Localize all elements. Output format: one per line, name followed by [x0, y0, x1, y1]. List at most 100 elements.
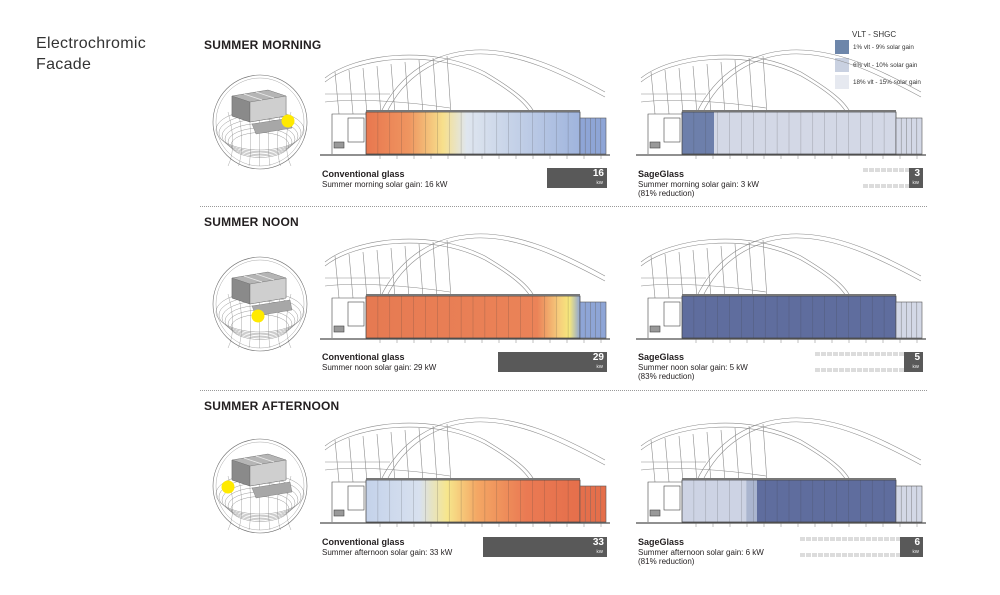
- truss-line: [650, 71, 656, 115]
- end-block-glazing: [895, 117, 923, 155]
- glazing-tint-zone: [682, 480, 747, 522]
- ghost-cell: [881, 168, 886, 172]
- gain-unit: kW: [596, 364, 604, 369]
- entry-outline: [331, 297, 366, 338]
- roof-arches: [324, 49, 606, 115]
- sun-path-sphere: [212, 256, 308, 352]
- ghost-cell: [800, 553, 805, 557]
- sageglass-elevation: [636, 49, 926, 159]
- ghost-cell: [839, 368, 844, 372]
- ghost-cell: [887, 168, 892, 172]
- conventional-name: Conventional glass: [322, 537, 405, 547]
- conventional-glass-elevation: [320, 233, 610, 343]
- gain-value: 16: [592, 168, 604, 179]
- conventional-gain-bar: 29 kW: [498, 352, 607, 372]
- entry-structure: [331, 113, 366, 154]
- truss-line: [446, 423, 452, 483]
- truss-line: [706, 63, 712, 115]
- truss-line: [404, 61, 410, 115]
- legend-swatch: [835, 75, 849, 89]
- facade-cap: [682, 110, 896, 112]
- ghost-cell: [863, 352, 868, 356]
- truss-line: [362, 67, 368, 115]
- ghost-cell: [875, 184, 880, 188]
- truss-line: [362, 251, 368, 299]
- end-block-glazing: [895, 485, 923, 523]
- ghost-cell: [899, 184, 904, 188]
- truss-line: [404, 429, 410, 483]
- gain-unit: kW: [596, 549, 604, 554]
- ghost-cell: [845, 352, 850, 356]
- facade-cap: [682, 478, 896, 480]
- sky-dome-inner: [215, 441, 305, 531]
- roof-arches: [640, 49, 922, 115]
- entry-structure: [331, 297, 366, 338]
- glazing-heat-fill: [366, 112, 580, 154]
- entry-door: [663, 117, 681, 143]
- entry-structure: [647, 297, 682, 338]
- ghost-cell: [869, 368, 874, 372]
- truss-line: [762, 55, 768, 115]
- glazing-tint-zone: [746, 480, 757, 522]
- truss-line: [376, 433, 382, 483]
- roof-line: [640, 468, 767, 477]
- page-title-line1: Electrochromic: [36, 35, 147, 52]
- roof-line: [324, 100, 451, 109]
- end-block-glazing: [579, 485, 607, 523]
- ghost-cell: [884, 553, 889, 557]
- ghost-cell: [836, 537, 841, 541]
- ghost-cell: [818, 553, 823, 557]
- ghost-cell: [836, 553, 841, 557]
- ghost-cell: [827, 368, 832, 372]
- ghost-cell: [869, 168, 874, 172]
- truss-line: [334, 439, 340, 483]
- truss-line: [650, 439, 656, 483]
- truss-line: [748, 425, 754, 483]
- truss-line: [418, 243, 424, 299]
- arch-line: [640, 58, 848, 115]
- sun-path-arc: [230, 132, 290, 158]
- facade-cap: [366, 294, 580, 296]
- ghost-cell: [872, 553, 877, 557]
- conventional-desc: Summer afternoon solar gain: 33 kW: [322, 547, 453, 557]
- glazing-tint-zone: [682, 296, 896, 338]
- ghost-cell: [833, 352, 838, 356]
- arch-line: [324, 422, 536, 483]
- sageglass-gain-bar: 6 kW: [900, 537, 923, 557]
- page-title: Electrochromic Facade: [36, 33, 146, 75]
- legend-label: 18% vlt - 15% solar gain: [853, 78, 921, 86]
- truss-line: [692, 65, 698, 115]
- section-title-noon: SUMMER NOON: [204, 215, 299, 229]
- ghost-cell: [851, 368, 856, 372]
- ghost-cell: [806, 537, 811, 541]
- sun-icon: [251, 309, 265, 323]
- ghost-cell: [815, 368, 820, 372]
- ghost-cell: [893, 184, 898, 188]
- ghost-cell: [857, 368, 862, 372]
- truss-line: [706, 247, 712, 299]
- ghost-cell: [893, 352, 898, 356]
- ghost-cell: [875, 368, 880, 372]
- building-massing: [231, 453, 293, 499]
- ghost-cell: [884, 537, 889, 541]
- ghost-cell: [824, 553, 829, 557]
- entry-sign: [333, 141, 345, 149]
- conventional-desc: Summer morning solar gain: 16 kW: [322, 179, 448, 189]
- truss-line: [348, 437, 354, 483]
- ghost-cell: [896, 553, 901, 557]
- conventional-name: Conventional glass: [322, 169, 405, 179]
- roof-line: [324, 284, 451, 293]
- truss-line: [376, 249, 382, 299]
- ghost-cell: [866, 537, 871, 541]
- truss-line: [334, 255, 340, 299]
- arch-line: [385, 421, 606, 483]
- facade-end-block: [579, 117, 607, 155]
- sageglass-gain-bar: 5 kW: [904, 352, 923, 372]
- legend-item: 18% vlt - 15% solar gain: [835, 75, 921, 89]
- section-title-morning: SUMMER MORNING: [204, 38, 322, 52]
- facade-glazing: [365, 478, 581, 523]
- ghost-cell: [899, 168, 904, 172]
- ghost-cell: [875, 168, 880, 172]
- truss-line: [692, 433, 698, 483]
- roof-ridge: [243, 93, 263, 101]
